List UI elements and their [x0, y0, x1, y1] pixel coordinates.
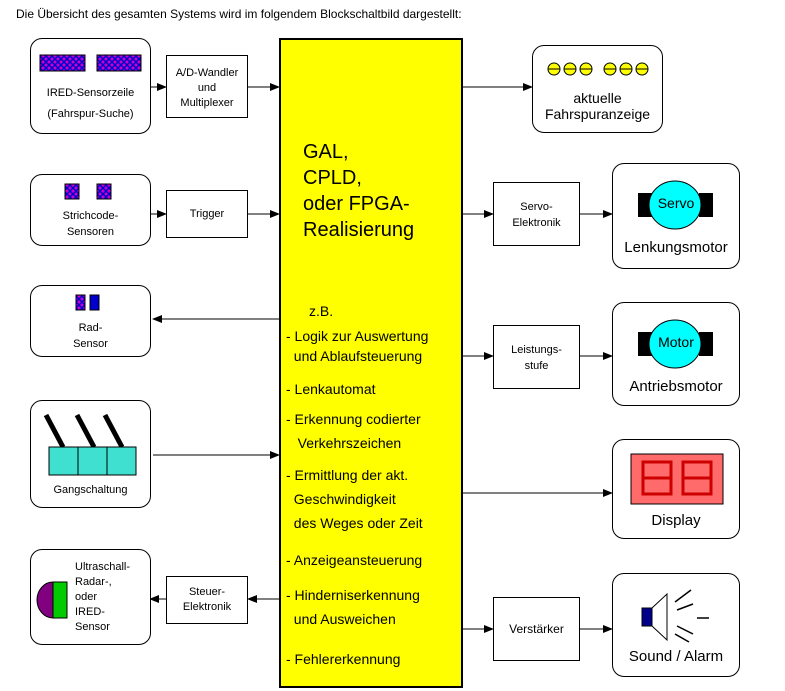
core-item-8: - Anzeigeansteuerung — [286, 552, 423, 568]
ired-label-2: (Fahrspur-Suche) — [47, 108, 134, 120]
ultrasonic-label-2: Radar-, — [75, 576, 112, 588]
ultrasonic-label-4: IRED- — [75, 606, 105, 618]
core-item-4: Verkehrszeichen — [286, 435, 402, 451]
wheel-label-1: Rad- — [78, 322, 103, 334]
core-item-7: des Weges oder Zeit — [286, 515, 423, 531]
lane-label-2: Fahrspuranzeige — [544, 106, 651, 122]
servo-el-label-2: Elektronik — [512, 217, 561, 229]
ultrasonic-sensor-block: Ultraschall- Radar-, oder IRED- Sensor — [30, 549, 151, 645]
core-item-10: und Ausweichen — [286, 611, 396, 627]
core-title-1: GAL, — [303, 141, 349, 163]
motor-label: Motor — [658, 334, 694, 350]
ultrasonic-label-5: Sensor — [75, 621, 110, 633]
servo-label: Servo — [657, 195, 695, 211]
power-label-2: stufe — [524, 360, 549, 372]
display-block: Display — [612, 439, 740, 539]
power-stage-block: Leistungs- stufe — [493, 325, 580, 389]
control-label-2: Elektronik — [182, 601, 232, 613]
display-caption: Display — [651, 512, 701, 529]
sound-caption: Sound / Alarm — [628, 648, 724, 665]
core-item-6: Geschwindigkeit — [286, 491, 396, 507]
lane-label-1: aktuelle — [573, 90, 622, 106]
core-item-5: - Ermittlung der akt. — [286, 467, 409, 483]
barcode-label-1: Strichcode- — [62, 210, 119, 222]
sound-alarm-block: Sound / Alarm — [612, 573, 740, 677]
core-item-9: - Hinderniserkennung — [286, 587, 420, 603]
ad-label-3: Multiplexer — [180, 97, 234, 109]
ad-label-1: A/D-Wandler — [175, 67, 239, 79]
intro-text: Die Übersicht des gesamten Systems wird … — [16, 7, 462, 21]
ad-converter-block: A/D-Wandler und Multiplexer — [166, 55, 248, 118]
lane-display-block: aktuelle Fahrspuranzeige — [532, 45, 663, 133]
ultrasonic-sensor-icon — [36, 581, 68, 619]
seven-segment-display-icon — [630, 453, 724, 505]
barcode-sensor-icon — [64, 183, 112, 200]
barcode-sensor-block: Strichcode- Sensoren — [30, 174, 151, 246]
core-title-2: CPLD, — [303, 167, 362, 189]
trigger-label: Trigger — [189, 208, 225, 220]
gear-label: Gangschaltung — [53, 484, 128, 496]
core-title-4: Realisierung — [303, 219, 415, 241]
wheel-sensor-block: Rad- Sensor — [30, 285, 151, 357]
servo-caption: Lenkungsmotor — [624, 239, 728, 256]
ired-sensor-icon — [39, 54, 142, 72]
motor-caption: Antriebsmotor — [629, 378, 723, 395]
ultrasonic-label-1: Ultraschall- — [75, 561, 131, 573]
core-item-0: - Logik zur Auswertung — [286, 328, 429, 344]
servo-el-label-1: Servo- — [520, 201, 553, 213]
drive-motor-icon — [638, 319, 713, 369]
trigger-block: Trigger — [166, 190, 248, 238]
ired-sensor-block: IRED-Sensorzeile (Fahrspur-Suche) — [30, 38, 151, 134]
wheel-label-2: Sensor — [73, 338, 108, 350]
ad-label-2: und — [197, 82, 217, 94]
lane-led-icons — [547, 62, 649, 76]
wheel-sensor-icon — [75, 294, 100, 311]
barcode-label-2: Sensoren — [66, 226, 115, 238]
ired-label-1: IRED-Sensorzeile — [46, 87, 135, 99]
amplifier-block: Verstärker — [493, 597, 580, 661]
fpga-core-block: GAL, CPLD, oder FPGA- Realisierung z.B. … — [279, 38, 463, 688]
ultrasonic-label-3: oder — [75, 591, 98, 603]
core-item-11: - Fehlererkennung — [286, 651, 401, 667]
core-item-2: - Lenkautomat — [286, 381, 376, 397]
power-label-1: Leistungs- — [511, 344, 562, 356]
core-item-1: und Ablaufsteuerung — [286, 348, 423, 364]
control-label-1: Steuer- — [188, 586, 226, 598]
core-title-3: oder FPGA- — [303, 193, 410, 215]
core-zb: z.B. — [309, 303, 334, 319]
speaker-icon — [641, 589, 709, 643]
steering-motor-block: Servo Lenkungsmotor — [612, 163, 740, 269]
control-electronics-block: Steuer- Elektronik — [166, 576, 248, 624]
servo-electronics-block: Servo- Elektronik — [493, 182, 580, 246]
gear-switch-icon — [43, 413, 137, 476]
core-item-3: - Erkennung codierter — [286, 411, 421, 427]
gear-shift-block: Gangschaltung — [30, 400, 151, 508]
amplifier-label: Verstärker — [509, 622, 564, 636]
servo-motor-icon — [638, 180, 713, 230]
drive-motor-block: Motor Antriebsmotor — [612, 302, 740, 406]
